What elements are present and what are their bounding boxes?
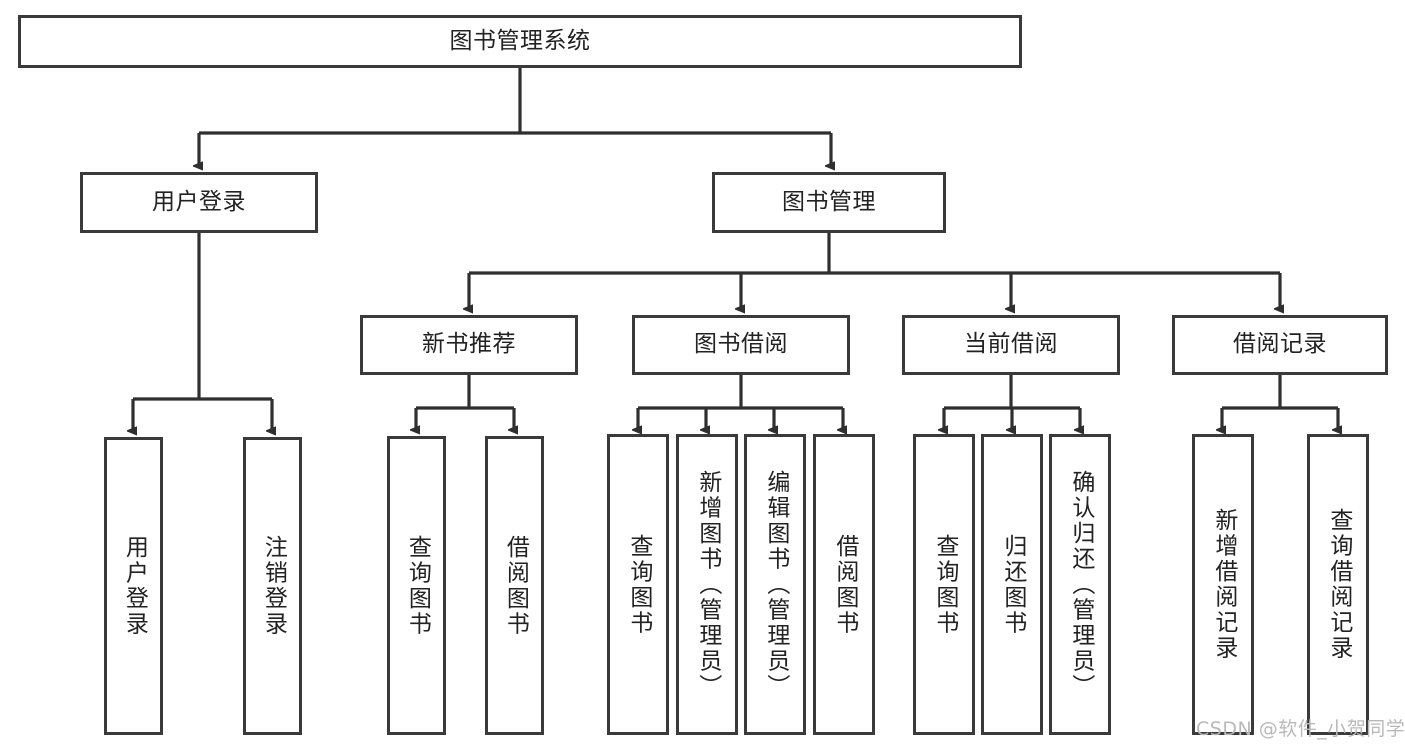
node-current-borrow-label: 当前借阅 bbox=[964, 331, 1058, 358]
node-leaf-query-book-1[interactable]: 查询图书 bbox=[387, 436, 446, 735]
node-leaf-borrow-book-2-label: 借阅图书 bbox=[831, 533, 858, 636]
node-leaf-query-book-2-label: 查询图书 bbox=[625, 533, 652, 636]
node-book-management[interactable]: 图书管理 bbox=[712, 172, 946, 233]
node-leaf-query-book-2[interactable]: 查询图书 bbox=[607, 434, 669, 735]
csdn-watermark: CSDN @软件_小贺同学 bbox=[1196, 718, 1405, 740]
node-book-borrow[interactable]: 图书借阅 bbox=[632, 315, 850, 375]
node-leaf-logout-label: 注销登录 bbox=[260, 535, 287, 637]
node-leaf-edit-book-label: 编辑图书（管理员） bbox=[762, 469, 789, 700]
node-user-login[interactable]: 用户登录 bbox=[80, 172, 318, 233]
node-leaf-user-login[interactable]: 用户登录 bbox=[104, 437, 163, 735]
node-leaf-user-login-label: 用户登录 bbox=[121, 535, 148, 637]
node-user-login-label: 用户登录 bbox=[152, 188, 246, 215]
node-leaf-confirm-return-label: 确认归还（管理员） bbox=[1067, 469, 1094, 700]
node-leaf-borrow-book-2[interactable]: 借阅图书 bbox=[813, 434, 875, 735]
node-leaf-query-record-label: 查询借阅记录 bbox=[1325, 508, 1352, 661]
node-leaf-add-book[interactable]: 新增图书（管理员） bbox=[676, 434, 738, 735]
node-new-book-recommend[interactable]: 新书推荐 bbox=[360, 315, 578, 375]
node-leaf-return-book-label: 归还图书 bbox=[999, 533, 1026, 636]
node-leaf-return-book[interactable]: 归还图书 bbox=[981, 434, 1043, 735]
node-leaf-query-book-3[interactable]: 查询图书 bbox=[913, 434, 975, 735]
node-leaf-add-record[interactable]: 新增借阅记录 bbox=[1192, 434, 1254, 735]
node-borrow-record-label: 借阅记录 bbox=[1233, 331, 1327, 358]
node-book-borrow-label: 图书借阅 bbox=[694, 331, 788, 358]
node-leaf-query-record[interactable]: 查询借阅记录 bbox=[1307, 434, 1369, 735]
node-current-borrow[interactable]: 当前借阅 bbox=[902, 315, 1120, 375]
node-new-book-recommend-label: 新书推荐 bbox=[422, 331, 516, 358]
node-book-management-label: 图书管理 bbox=[782, 188, 876, 215]
node-leaf-borrow-book-1[interactable]: 借阅图书 bbox=[485, 436, 544, 735]
node-leaf-add-book-label: 新增图书（管理员） bbox=[694, 469, 721, 700]
node-leaf-add-record-label: 新增借阅记录 bbox=[1210, 508, 1237, 661]
node-leaf-edit-book[interactable]: 编辑图书（管理员） bbox=[744, 434, 806, 735]
node-leaf-confirm-return[interactable]: 确认归还（管理员） bbox=[1049, 434, 1111, 735]
node-root[interactable]: 图书管理系统 bbox=[18, 15, 1022, 68]
node-leaf-query-book-3-label: 查询图书 bbox=[931, 533, 958, 636]
node-leaf-query-book-1-label: 查询图书 bbox=[404, 534, 431, 637]
node-root-label: 图书管理系统 bbox=[449, 27, 591, 54]
node-leaf-borrow-book-1-label: 借阅图书 bbox=[502, 534, 529, 637]
node-leaf-logout[interactable]: 注销登录 bbox=[243, 437, 302, 735]
node-borrow-record[interactable]: 借阅记录 bbox=[1172, 315, 1388, 375]
